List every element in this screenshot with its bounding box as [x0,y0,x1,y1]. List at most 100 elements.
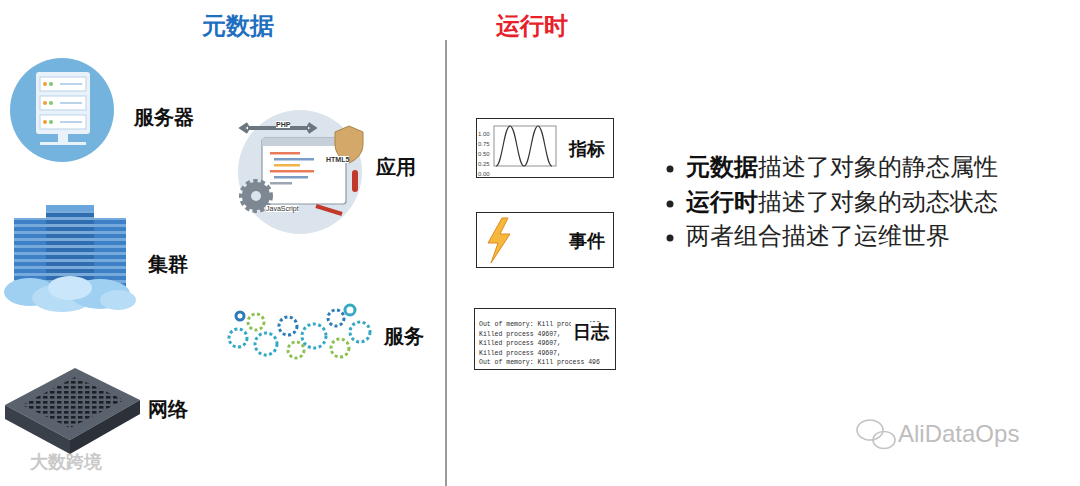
bullet-keyword: 运行时 [686,188,758,216]
server-icon-part [49,82,53,86]
object-label-text: 服务器 [134,106,194,128]
server-icon-part [43,120,47,124]
section-heading: 元数据 [202,12,274,40]
box-label: 指标 [569,139,605,159]
network-switch-icon-part [70,400,140,454]
axis-tick-text: 0.25 [478,161,490,167]
server-icon-part [49,101,53,105]
bullet-dot-part [667,201,674,208]
object-label-text: 应用 [376,156,416,178]
metric-chart [494,126,556,166]
section-heading: 运行时 [496,12,568,40]
log-line: Killed process 49607, [479,331,561,338]
cluster-icon-part [48,276,92,300]
bullet-text-text: 描述了对象的静态属性 [758,153,998,180]
box-label: 事件 [569,231,605,251]
object-label: 应用 [376,156,416,179]
service-gears-icon-part [328,310,344,326]
server-icon-part [49,120,53,124]
application-icon [238,110,363,234]
service-gears-icon-part [248,314,264,330]
cluster-icon [4,205,136,312]
metric-chart-part [496,126,552,166]
bullet-dot-part [667,235,674,242]
watermark: AliDataOps [898,420,1019,448]
lightning-symbol-part [488,218,510,263]
axis-tick: 1.00 [478,122,490,140]
section-heading-text: 元数据 [202,12,274,39]
divider-line [446,40,447,486]
cluster-icon-part [90,218,126,288]
axis-tick-text: 0.75 [478,141,490,147]
lightning-symbol [488,218,510,263]
server-icon [10,58,114,162]
application-icon-part [352,170,358,192]
cluster-icon-part [46,205,94,287]
server-icon-part [58,134,68,142]
application-icon-part [251,191,261,201]
metric-chart-part [494,126,556,166]
bullet-text: 描述了对象的动态状态 [758,188,998,216]
box-text-holder: 日志 [571,322,611,343]
tag-label: HTML5 [326,148,349,166]
object-label: 集群 [148,253,188,276]
service-gears-icon-part [279,317,297,335]
cluster-icon-part [46,205,94,211]
bullet-keyword: 元数据 [686,153,758,181]
runtime-box: 事件 [476,212,614,268]
server-icon-part [60,83,82,85]
cluster-icon-part [100,290,136,310]
section-heading-text: 运行时 [496,12,568,39]
bullet-keyword-text: 运行时 [686,188,758,215]
bullet-text: 两者组合描述了运维世界 [686,222,950,250]
runtime-box: 指标 [476,118,614,178]
server-icon-part [40,142,86,145]
box-text-holder: 指标 [569,139,605,160]
network-switch-icon [5,368,140,454]
network-switch-icon-part [5,405,70,454]
application-icon-part [274,176,308,179]
watermark: 大数跨境 [30,452,102,473]
tag-label-text: PHP [276,121,290,128]
wechat-icon-part [873,432,895,449]
service-gears-icon-part [288,342,304,358]
service-gears-icon-part [302,324,326,348]
bullet-text: 描述了对象的静态属性 [758,153,998,181]
tag-label-text: HTML5 [326,156,349,163]
tag-label-text: JavaScript [266,205,299,212]
cluster-icon-part [46,205,94,287]
cluster-icon-part [14,218,50,288]
watermark-text: 大数跨境 [30,452,102,472]
axis-tick-text: 1.00 [478,131,490,137]
bullet-dot-part [667,166,674,173]
object-label-text: 网络 [148,398,188,420]
tag-label: JavaScript [266,197,299,215]
service-gears-icon-part [345,305,355,315]
application-icon-part [274,164,300,167]
server-icon-part [40,115,86,129]
bullet-text-text: 两者组合描述了运维世界 [686,222,950,249]
watermark-text: AliDataOps [898,420,1019,447]
wechat-icon [857,420,895,449]
box-text-holder: 事件 [569,231,605,252]
axis-tick-text: 0.50 [478,151,490,157]
application-icon-part [262,138,346,146]
wechat-icon-part [857,420,883,440]
server-icon-part [10,58,114,162]
service-gears-icon [229,305,370,358]
server-icon-part [43,101,47,105]
divider-line-part [445,40,446,486]
runtime-box: Out of memory: Kill process 496 Killed pr… [474,308,616,370]
log-line: Out of memory: Kill process 496 [479,359,600,366]
service-gears-icon-part [229,329,247,347]
server-icon-part [40,77,86,91]
cluster-icon-part [14,218,50,288]
object-label-text: 服务 [384,325,424,347]
cluster-icon-part [90,218,126,288]
object-label: 网络 [148,398,188,421]
server-icon-part [60,102,82,104]
application-icon-part [270,170,314,173]
box-label: 日志 [571,322,611,342]
application-icon-part [262,138,346,204]
